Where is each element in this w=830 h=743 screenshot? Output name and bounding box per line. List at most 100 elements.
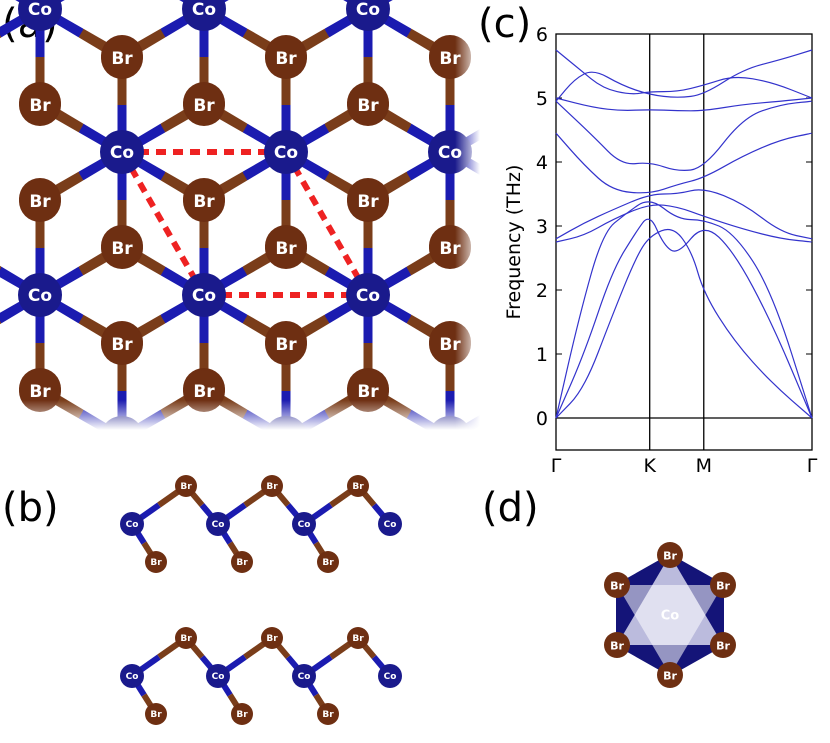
panel-label-d: (d) — [482, 485, 539, 531]
co-atom-sphere — [182, 0, 226, 31]
co-atom-label: Co — [192, 0, 216, 20]
kpoint-label: K — [643, 455, 656, 477]
octa-br-atom: Br — [710, 572, 736, 598]
side-br-atom-sphere — [145, 551, 167, 573]
y-tick-label: 6 — [536, 24, 548, 46]
br-atom: Br — [265, 227, 307, 269]
octa-br-atom-sphere — [657, 662, 683, 688]
y-tick-label: 1 — [536, 344, 548, 366]
side-br-atom-label: Br — [150, 710, 162, 720]
br-atom-label: Br — [275, 49, 297, 69]
co-atom-label: Co — [356, 286, 380, 306]
side-co-atom-label: Co — [384, 520, 397, 530]
side-co-atom: Co — [378, 664, 402, 688]
side-br-atom: Br — [145, 703, 167, 725]
phonon-branch-9 — [555, 49, 813, 99]
br-atom-label: Br — [193, 382, 215, 402]
octa-br-atom: Br — [657, 542, 683, 568]
br-atom: Br — [183, 84, 225, 126]
co-atom-label: Co — [356, 0, 380, 20]
octahedron — [616, 553, 724, 677]
octa-br-atom-sphere — [657, 542, 683, 568]
br-atom-label: Br — [357, 96, 379, 116]
side-co-atom-sphere — [378, 664, 402, 688]
br-atom-sphere — [101, 227, 143, 269]
side-br-atom-label: Br — [322, 558, 334, 568]
side-co-atom-sphere — [292, 512, 316, 536]
panel-label-b: (b) — [2, 485, 59, 531]
top-view-lattice: BrBrBrBrBrBrBrBrBrBrBrBrBrBrBrBrBrBrBrBr… — [0, 0, 480, 430]
br-atom-sphere — [101, 37, 143, 79]
br-atom-sphere — [183, 84, 225, 126]
side-br-atom-sphere — [317, 703, 339, 725]
side-co-atom-label: Co — [384, 672, 397, 682]
side-br-atom: Br — [145, 551, 167, 573]
side-br-atom: Br — [347, 475, 369, 497]
side-br-atom-label: Br — [266, 634, 278, 644]
side-co-atom-label: Co — [298, 520, 311, 530]
br-atom-label: Br — [111, 239, 133, 259]
br-atom-sphere — [19, 84, 61, 126]
octa-br-atom-label: Br — [716, 640, 730, 653]
octa-br-atom-label: Br — [663, 670, 677, 683]
co-atom-label: Co — [192, 286, 216, 306]
phonon-branch-1 — [555, 228, 813, 419]
side-br-atom: Br — [231, 551, 253, 573]
br-atom-label: Br — [193, 192, 215, 212]
side-br-atom-sphere — [347, 475, 369, 497]
co-atom-sphere — [346, 273, 390, 317]
br-atom-label: Br — [275, 239, 297, 259]
co-atom-sphere — [346, 0, 390, 31]
br-atom-sphere — [347, 84, 389, 126]
br-atom: Br — [101, 227, 143, 269]
br-atom-label: Br — [193, 96, 215, 116]
br-atom-label: Br — [357, 382, 379, 402]
side-br-atom-sphere — [145, 703, 167, 725]
octa-br-atom-sphere — [604, 572, 630, 598]
br-atom-label: Br — [111, 49, 133, 69]
side-br-atom-label: Br — [150, 558, 162, 568]
br-atom-sphere — [19, 180, 61, 222]
side-co-atom: Co — [120, 512, 144, 536]
br-atom-label: Br — [29, 382, 51, 402]
side-co-atom-sphere — [378, 512, 402, 536]
side-br-atom-sphere — [231, 703, 253, 725]
br-atom-label: Br — [111, 335, 133, 355]
side-br-atom-sphere — [175, 475, 197, 497]
co-atom-sphere — [182, 273, 226, 317]
y-tick-label: 3 — [536, 216, 548, 238]
br-atom-label: Br — [275, 335, 297, 355]
side-br-atom-sphere — [317, 551, 339, 573]
side-br-atom: Br — [261, 627, 283, 649]
side-br-atom-sphere — [231, 551, 253, 573]
side-br-atom: Br — [231, 703, 253, 725]
y-tick-label: 4 — [536, 152, 548, 174]
co-atom-label: Co — [110, 143, 134, 163]
co-atom: Co — [18, 0, 62, 31]
bond-layer — [0, 0, 480, 430]
phonon-branch-6 — [555, 132, 813, 194]
octa-br-atom-label: Br — [663, 550, 677, 563]
side-br-atom-label: Br — [236, 710, 248, 720]
side-co-atom: Co — [292, 664, 316, 688]
side-co-atom-sphere — [206, 664, 230, 688]
side-br-atom-label: Br — [322, 710, 334, 720]
phonon-branch-7 — [555, 100, 813, 171]
phonon-branch-8 — [555, 97, 813, 112]
br-atom-sphere — [347, 180, 389, 222]
co-atom-label: Co — [28, 0, 52, 20]
side-co-atom-sphere — [120, 664, 144, 688]
side-co-atom-label: Co — [126, 672, 139, 682]
unit-cell-edge — [283, 150, 371, 297]
co-atom: Co — [346, 0, 390, 31]
co-atom: Co — [100, 130, 144, 174]
br-atom: Br — [101, 323, 143, 365]
side-br-atom-label: Br — [266, 482, 278, 492]
side-br-atom-sphere — [175, 627, 197, 649]
y-axis-label: Frequency (THz) — [503, 165, 525, 320]
octa-br-atom-sphere — [604, 632, 630, 658]
side-br-atom-label: Br — [236, 558, 248, 568]
bottom-fade — [0, 400, 480, 430]
